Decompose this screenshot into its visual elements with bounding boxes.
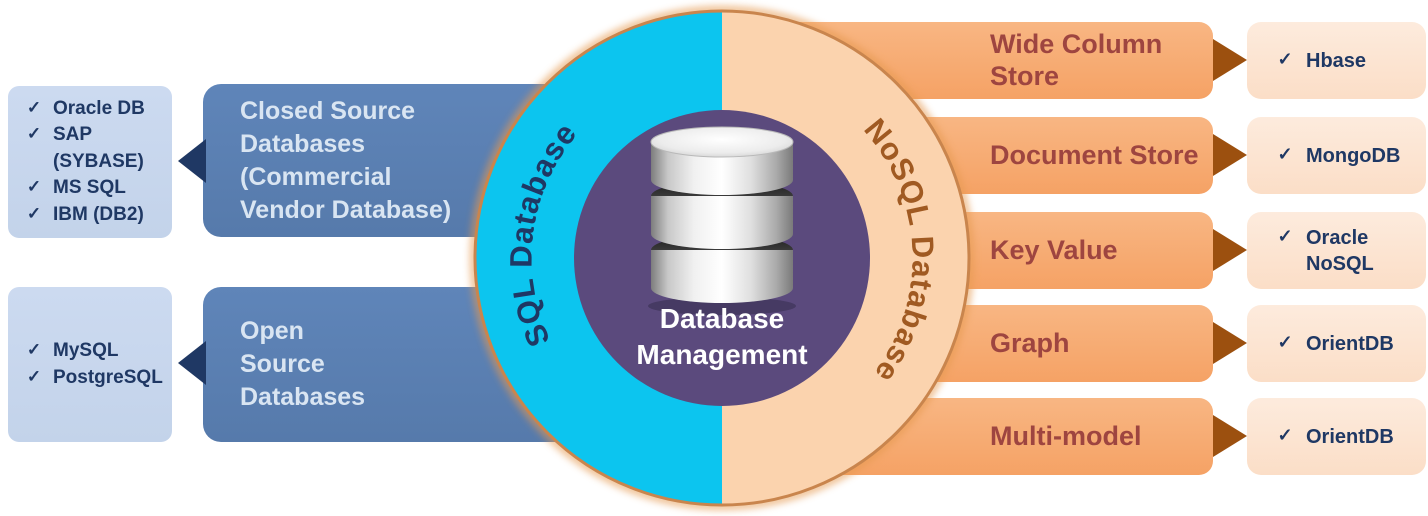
- check-icon: ✓: [26, 203, 42, 223]
- list-item: ✓ MySQL: [24, 338, 166, 365]
- arrow-right-icon: [1213, 415, 1247, 457]
- db-name: OrientDB: [1306, 332, 1394, 355]
- category-label: Closed Source Databases (Commercial Vend…: [240, 96, 452, 224]
- check-icon: ✓: [26, 97, 42, 117]
- db-name: MS SQL: [53, 177, 126, 199]
- arrow-left-icon: [178, 341, 206, 385]
- nosql-example-mongodb: ✓ MongoDB: [1247, 117, 1426, 194]
- check-icon: ✓: [1277, 331, 1293, 352]
- nosql-example-hbase: ✓ Hbase: [1247, 22, 1426, 99]
- database-icon: [648, 126, 796, 315]
- category-label: Graph: [990, 327, 1070, 358]
- hub-title-line2: Management: [636, 339, 807, 370]
- category-label: Multi-model: [990, 420, 1142, 451]
- db-name: IBM (DB2): [53, 203, 144, 225]
- category-label: Document Store: [990, 139, 1199, 170]
- list-item: ✓ IBM (DB2): [24, 202, 166, 229]
- arrow-right-icon: [1213, 134, 1247, 176]
- sql-open-source-examples-box: ✓ MySQL ✓ PostgreSQL: [8, 287, 172, 442]
- db-name: SAP: [53, 124, 93, 146]
- arrow-right-icon: [1213, 229, 1247, 271]
- check-icon: ✓: [1277, 143, 1293, 164]
- list-item: ✓ Oracle DB: [24, 96, 166, 123]
- list-item: (SYBASE): [24, 149, 166, 176]
- nosql-category-multi-model: Multi-model: [830, 398, 1213, 475]
- category-label: Key Value: [990, 234, 1118, 265]
- check-icon: ✓: [1277, 424, 1293, 445]
- list-item: ✓ SAP: [24, 122, 166, 149]
- arrow-right-icon: [1213, 39, 1247, 81]
- check-icon: ✓: [26, 124, 42, 144]
- db-name: (SYBASE): [53, 150, 144, 172]
- db-name: Hbase: [1306, 49, 1367, 72]
- nosql-category-document-store: Document Store: [830, 117, 1213, 194]
- hub-circle: [574, 110, 870, 406]
- nosql-category-graph: Graph: [830, 305, 1213, 382]
- db-name: Oracle NoSQL: [1306, 226, 1374, 275]
- db-name: Oracle DB: [53, 97, 145, 119]
- db-name: OrientDB: [1306, 425, 1394, 448]
- nosql-category-wide-column-store: Wide Column Store: [780, 22, 1213, 99]
- sql-category-open-source: Open Source Databases: [203, 287, 600, 442]
- sql-category-closed-source: Closed Source Databases (Commercial Vend…: [203, 84, 600, 237]
- list-item: ✓ MS SQL: [24, 175, 166, 202]
- check-icon: ✓: [26, 177, 42, 197]
- nosql-category-key-value: Key Value: [830, 212, 1213, 289]
- db-name: MongoDB: [1306, 144, 1401, 167]
- nosql-example-orientdb-multimodel: ✓ OrientDB: [1247, 398, 1426, 475]
- arrow-left-icon: [178, 139, 206, 183]
- hub-title-line1: Database: [660, 303, 785, 334]
- check-icon: ✓: [26, 339, 42, 359]
- check-icon: ✓: [1277, 225, 1293, 246]
- nosql-example-oracle-nosql: ✓ Oracle NoSQL: [1247, 212, 1426, 289]
- category-label: Open Source Databases: [240, 317, 366, 411]
- check-icon: ✓: [1277, 48, 1293, 69]
- list-item: ✓ PostgreSQL: [24, 365, 166, 392]
- db-name: PostgreSQL: [53, 366, 163, 388]
- nosql-example-orientdb-graph: ✓ OrientDB: [1247, 305, 1426, 382]
- check-icon: ✓: [26, 366, 42, 386]
- sql-closed-source-examples-box: ✓ Oracle DB ✓ SAP (SYBASE) ✓ MS SQL ✓ IB…: [8, 86, 172, 238]
- category-label: Wide Column Store: [990, 28, 1163, 91]
- db-name: MySQL: [53, 339, 119, 361]
- arrow-right-icon: [1213, 322, 1247, 364]
